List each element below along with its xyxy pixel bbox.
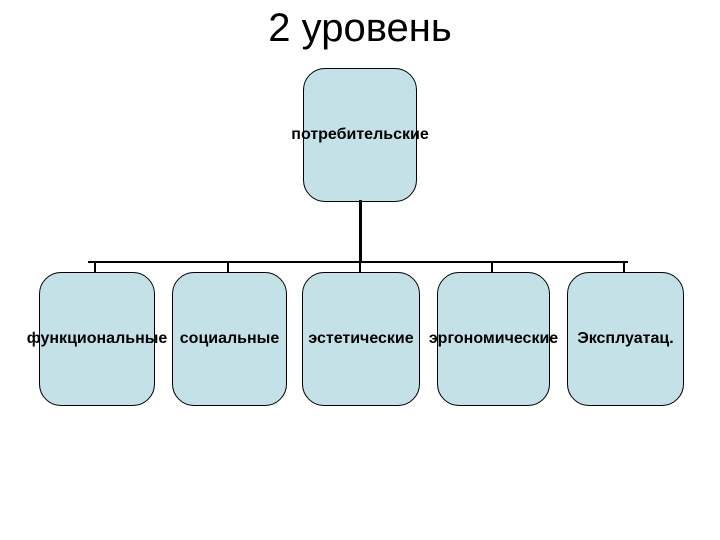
connector-stub-2: [227, 261, 229, 273]
connector-stub-5: [623, 261, 625, 273]
node-root: потребительские: [291, 68, 429, 202]
node-child-ergonomic: эргономические: [429, 272, 558, 406]
node-child-functional-label: функциональные: [26, 330, 168, 347]
node-root-label: потребительские: [291, 126, 429, 143]
node-child-social: социальные: [172, 272, 287, 406]
slide-title: 2 уровень: [268, 6, 452, 50]
node-child-operational: Эксплуатац.: [567, 272, 684, 406]
connector-stub-4: [491, 261, 493, 273]
node-child-ergonomic-label: эргономические: [428, 330, 559, 347]
connector-root-vertical: [359, 200, 362, 262]
connector-horizontal-bar: [88, 261, 628, 263]
connector-stub-3: [359, 261, 361, 273]
node-child-social-label: социальные: [179, 330, 280, 347]
node-child-operational-label: Эксплуатац.: [577, 330, 674, 347]
node-child-aesthetic: эстетические: [302, 272, 420, 406]
node-child-aesthetic-label: эстетические: [308, 330, 414, 347]
connector-stub-1: [94, 261, 96, 273]
node-child-functional: функциональные: [27, 272, 167, 406]
